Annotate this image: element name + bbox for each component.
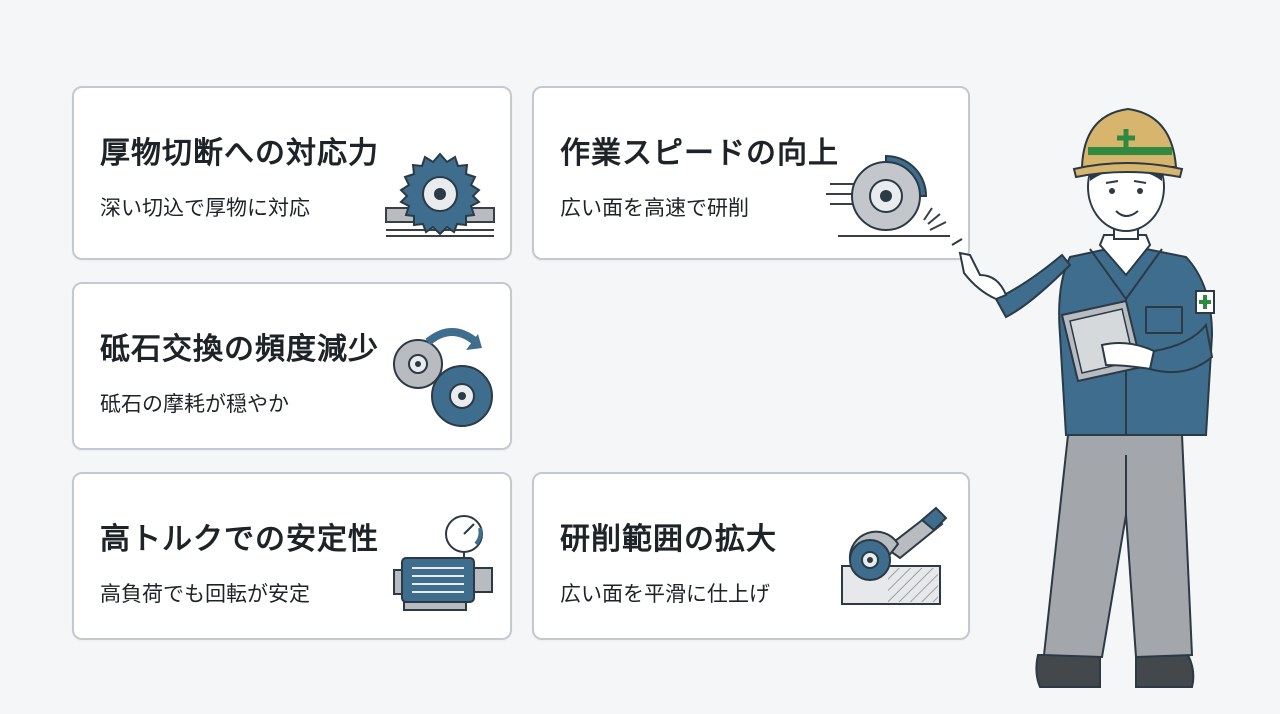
motor-gauge-icon bbox=[393, 515, 493, 611]
feature-card-thick-cutting: 厚物切断への対応力 深い切込で厚物に対応 bbox=[72, 86, 512, 260]
spinning-disc-icon bbox=[826, 154, 950, 237]
card-title: 厚物切断への対応力 bbox=[100, 136, 379, 171]
angle-grinder-icon bbox=[841, 506, 948, 605]
feature-card-work-speed: 作業スピードの向上 広い面を高速で研削 bbox=[532, 86, 970, 260]
card-title: 作業スピードの向上 bbox=[560, 136, 839, 171]
feature-card-disc-change: 砥石交換の頻度減少 砥石の摩耗が穏やか bbox=[72, 282, 512, 450]
worker-illustration bbox=[951, 107, 1215, 688]
card-title: 研削範囲の拡大 bbox=[560, 522, 777, 557]
card-subtitle: 深い切込で厚物に対応 bbox=[100, 196, 310, 220]
card-title: 高トルクでの安定性 bbox=[100, 522, 379, 557]
feature-card-grinding-range: 研削範囲の拡大 広い面を平滑に仕上げ bbox=[532, 472, 970, 640]
disc-swap-icon bbox=[393, 328, 493, 427]
card-subtitle: 広い面を高速で研削 bbox=[560, 196, 749, 220]
circular-saw-icon bbox=[385, 152, 495, 237]
card-subtitle: 高負荷でも回転が安定 bbox=[100, 582, 310, 606]
card-subtitle: 広い面を平滑に仕上げ bbox=[560, 582, 770, 606]
card-subtitle: 砥石の摩耗が穏やか bbox=[100, 392, 289, 416]
card-title: 砥石交換の頻度減少 bbox=[100, 332, 379, 367]
feature-card-torque-stability: 高トルクでの安定性 高負荷でも回転が安定 bbox=[72, 472, 512, 640]
